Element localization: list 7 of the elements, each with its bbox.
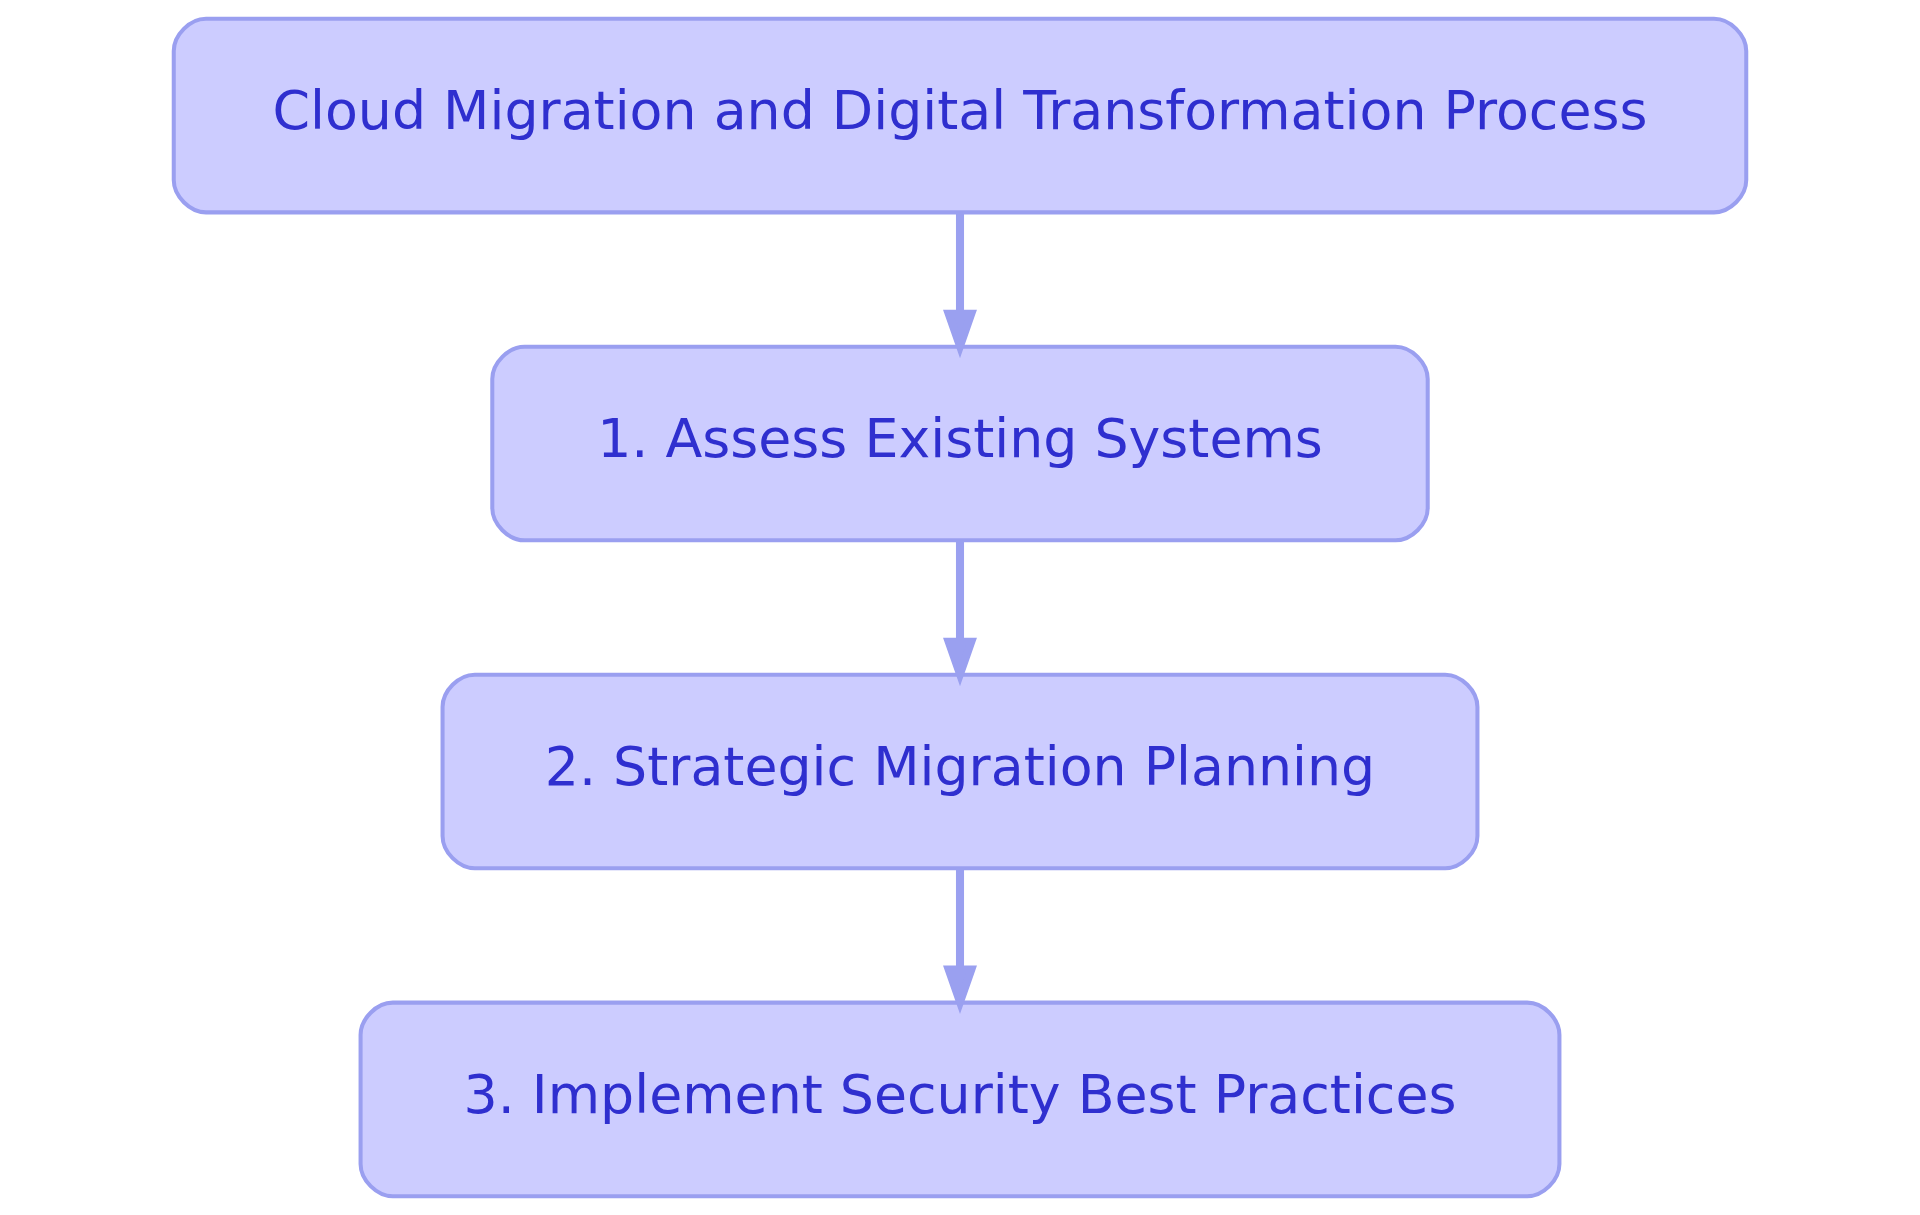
node-box: 3. Implement Security Best Practices bbox=[358, 1000, 1562, 1199]
node-box: Cloud Migration and Digital Transformation Process bbox=[171, 16, 1749, 215]
arrow bbox=[943, 868, 977, 1015]
arrow bbox=[943, 540, 977, 687]
arrow bbox=[943, 212, 977, 359]
node-box: 2. Strategic Migration Planning bbox=[440, 672, 1480, 871]
node-box: 1. Assess Existing Systems bbox=[490, 344, 1430, 543]
